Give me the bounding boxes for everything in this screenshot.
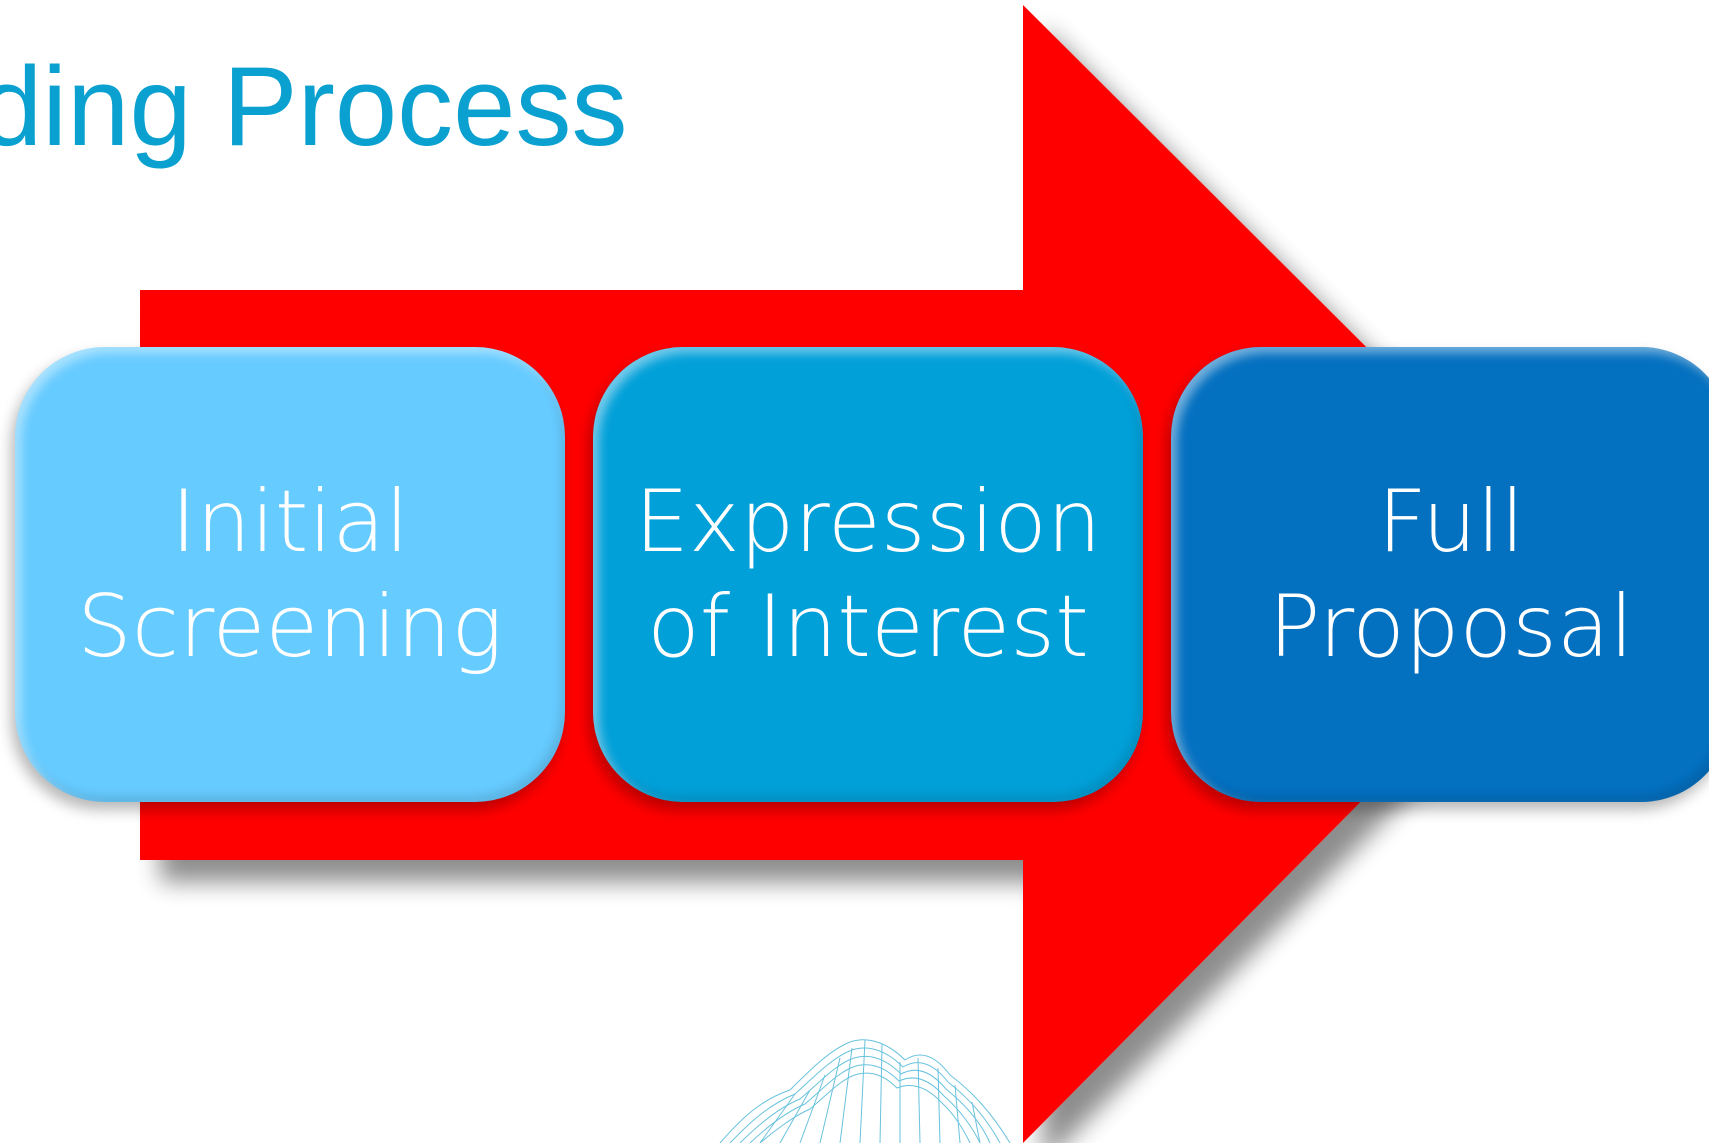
stage-label-line2: Proposal	[1268, 576, 1634, 677]
slide-title: ding Process	[0, 44, 628, 169]
stage-label-line2: of Interest	[647, 576, 1089, 677]
stage-full-proposal: Full Proposal	[1171, 347, 1709, 802]
terrain-graphic	[719, 1039, 1011, 1143]
stage-initial-screening: Initial Screening	[15, 347, 565, 802]
stage-label-line1: Full	[1377, 471, 1525, 572]
stage-expression-of-interest: Expression of Interest	[593, 347, 1143, 802]
stage-label-line1: Initial	[171, 471, 409, 572]
stage-label-line2: Screening	[77, 576, 503, 677]
stage-label-line1: Expression	[634, 471, 1102, 572]
